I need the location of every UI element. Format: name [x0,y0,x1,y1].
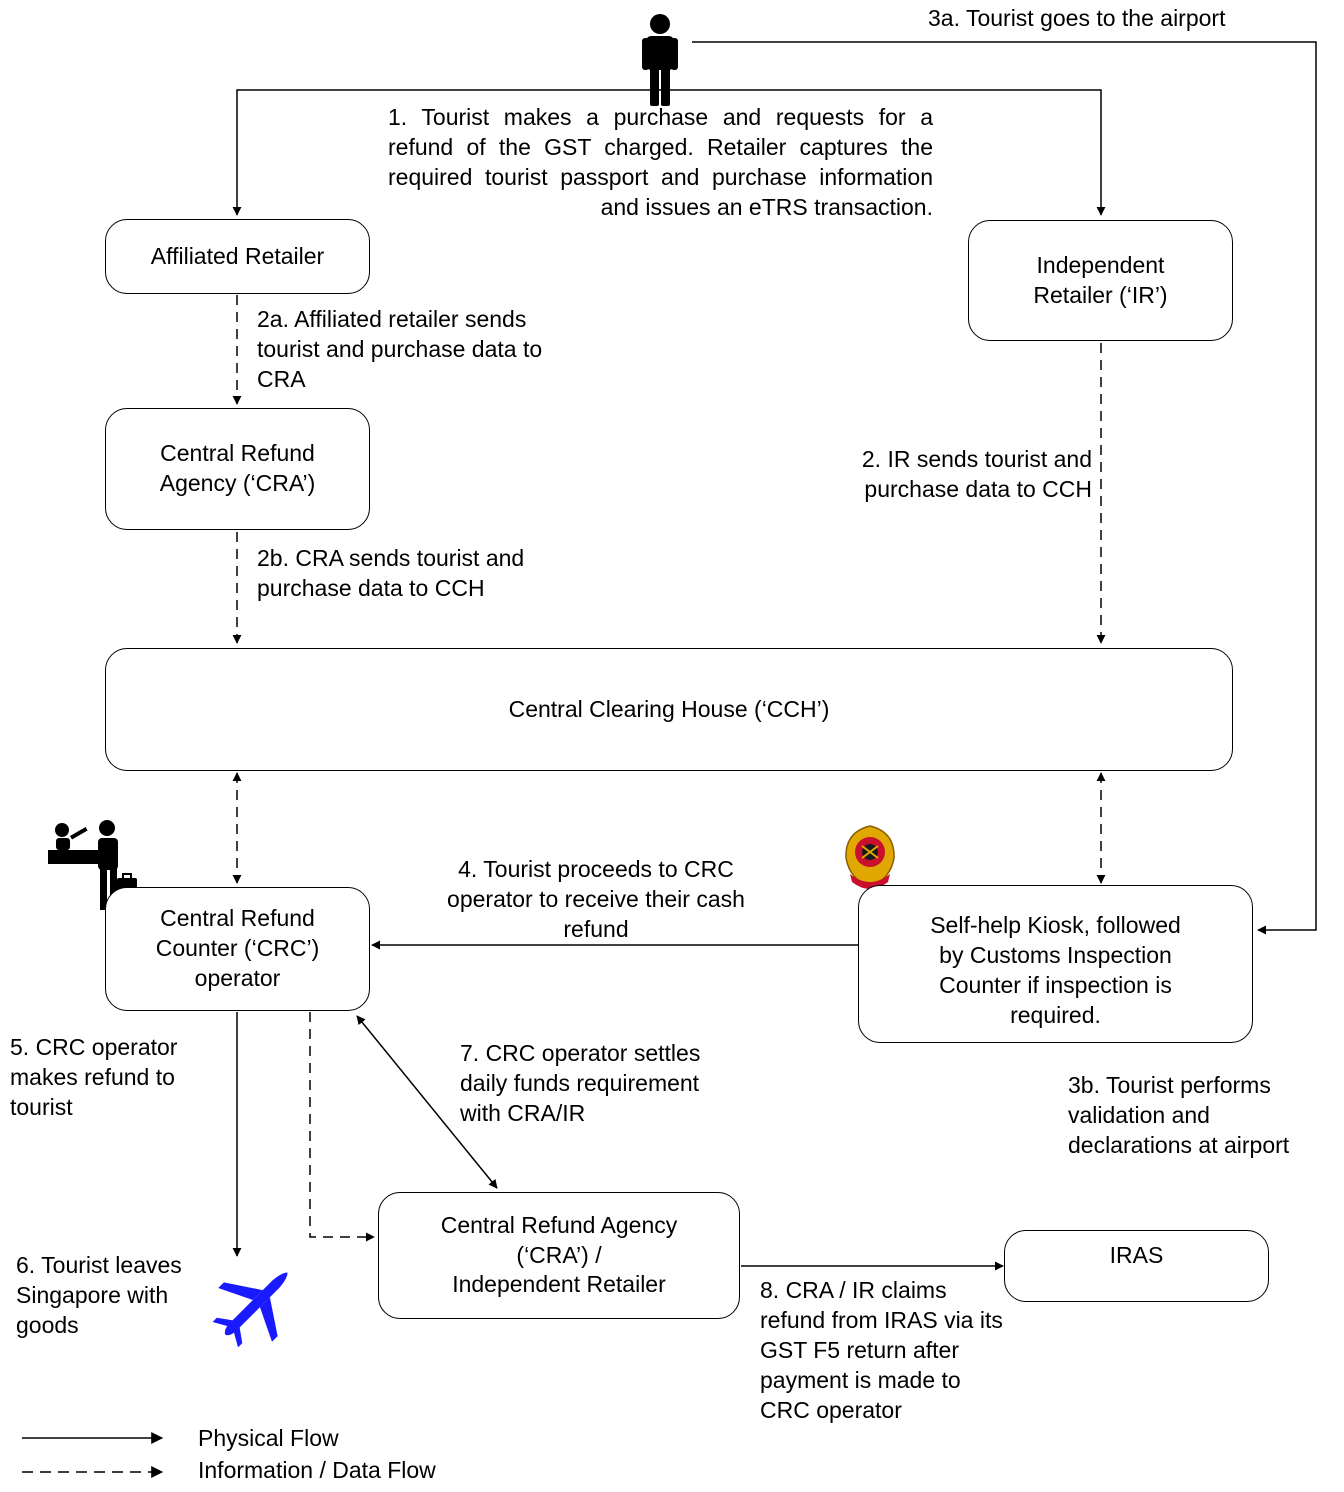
tourist-icon [642,14,678,106]
flow-tourist-to-ir [660,89,1106,216]
label-step-7: 7. CRC operator settles daily funds requ… [460,1040,701,1126]
flow-tourist-to-airport [692,41,1317,935]
node-iras: IRAS [1004,1230,1269,1302]
flow-crc-to-cra-ir [309,1012,375,1242]
label-step-8: 8. CRA / IR claims refund from IRAS via … [760,1277,1003,1423]
node-self-help-kiosk: Self-help Kiosk, followed by Customs Ins… [858,885,1253,1043]
crc-operator-icon [48,820,137,910]
node-central-refund-agency: Central Refund Agency (‘CRA’) [105,408,370,530]
legend-physical-flow: Physical Flow [198,1425,339,1451]
label-step-2b: 2b. CRA sends tourist and purchase data … [257,545,525,601]
label-step-1: 1. Tourist makes a purchase and requests… [388,104,933,220]
airplane-icon [212,1272,288,1348]
legend-information-flow: Information / Data Flow [198,1457,436,1483]
label-step-3b: 3b. Tourist performs validation and decl… [1068,1072,1290,1158]
label-step-5: 5. CRC operator makes refund to tourist [10,1034,178,1120]
flow-crc-cra-ir-settle [356,1015,498,1189]
label-step-2a: 2a. Affiliated retailer sends tourist an… [257,306,543,392]
flow-tourist-to-affiliated [232,89,660,216]
node-independent-retailer: Independent Retailer (‘IR’) [968,220,1233,341]
node-affiliated-retailer: Affiliated Retailer [105,219,370,294]
label-step-6: 6. Tourist leaves Singapore with goods [16,1252,182,1338]
node-central-clearing-house: Central Clearing House (‘CCH’) [105,648,1233,771]
label-step-3a: 3a. Tourist goes to the airport [928,5,1226,31]
singapore-customs-emblem-icon [845,825,895,889]
label-step-4: 4. Tourist proceeds to CRC operator to r… [447,856,745,942]
label-step-2: 2. IR sends tourist and purchase data to… [861,446,1092,502]
node-cra-independent-retailer: Central Refund Agency (‘CRA’) / Independ… [378,1192,740,1319]
node-central-refund-counter: Central Refund Counter (‘CRC’) operator [105,887,370,1011]
